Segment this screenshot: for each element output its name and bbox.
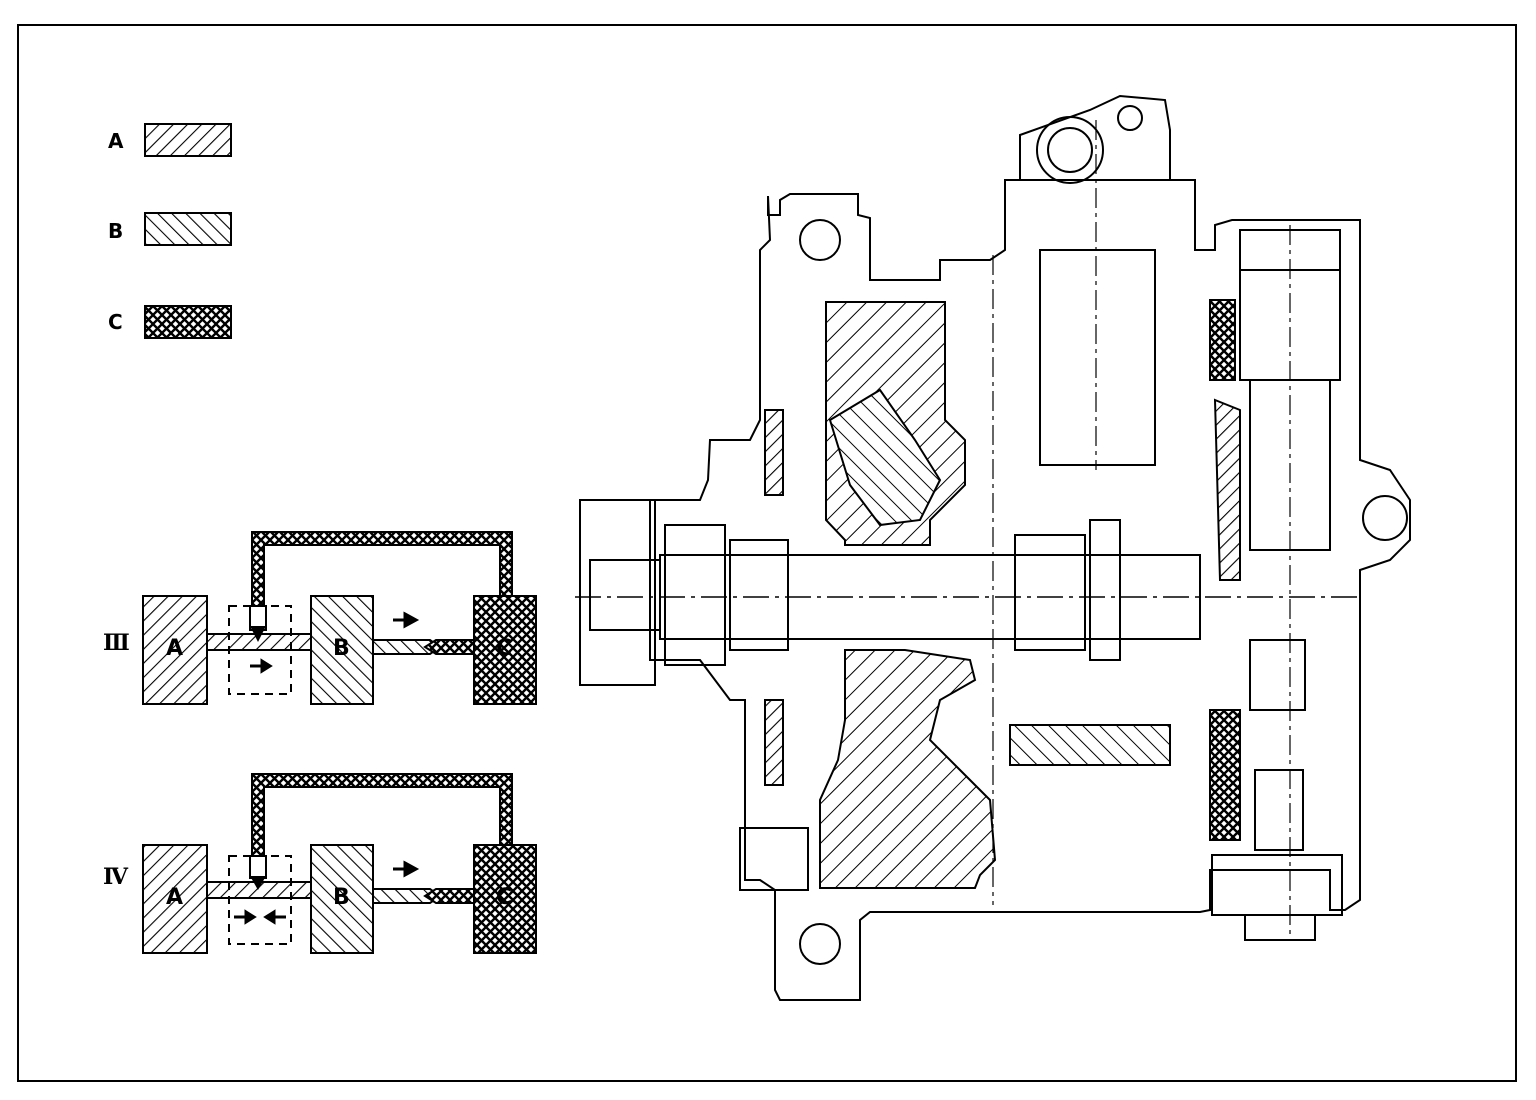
pinion-shaft	[579, 499, 656, 686]
mounting-hole	[1362, 495, 1408, 541]
block-b-label: B	[333, 636, 350, 661]
schematic-iv: Ⅳ A B C	[103, 773, 537, 954]
housing	[649, 179, 1411, 1001]
legend-key-a: A	[108, 129, 124, 153]
legend-swatch-a	[144, 123, 232, 157]
schematic-iii-numeral: Ⅲ	[103, 630, 130, 656]
legend-item-a: A	[108, 123, 232, 157]
legend-swatch-b	[144, 212, 232, 246]
block-a	[142, 595, 208, 705]
seal	[764, 699, 784, 786]
fitting-end	[1244, 914, 1316, 941]
legend-swatch-c	[144, 305, 232, 339]
piston-bore	[1039, 249, 1156, 466]
block-b	[310, 844, 374, 954]
fitting	[1254, 769, 1304, 851]
legend-key-c: C	[108, 310, 123, 334]
flow-arrow-icon	[263, 909, 286, 925]
valve-tip	[250, 626, 266, 642]
block-a-label: A	[166, 885, 183, 910]
bolt-head	[739, 827, 809, 891]
block-c-label: C	[496, 885, 512, 910]
valve-spool	[249, 855, 267, 879]
legend: A B C	[108, 123, 232, 339]
block-c-label: C	[496, 636, 512, 661]
seal	[764, 409, 784, 496]
bearing	[1014, 534, 1086, 651]
flow-arrow-icon	[234, 909, 257, 925]
flow-arrow-icon	[393, 611, 420, 629]
gear-teeth	[1009, 724, 1171, 766]
valve-tip	[250, 876, 266, 890]
bolt-hole	[1117, 105, 1143, 131]
connector-c-inlet	[423, 639, 475, 655]
seal-ring	[1209, 299, 1236, 381]
plate	[1213, 398, 1241, 581]
flow-arrow-icon	[250, 658, 273, 674]
flow-arrow-icon	[393, 860, 420, 878]
block-c	[473, 595, 537, 705]
connector-c-inlet	[423, 888, 475, 904]
port-bore	[1036, 116, 1104, 184]
mounting-hole	[799, 219, 841, 261]
bearing	[729, 539, 789, 651]
seal-ring	[1209, 709, 1241, 841]
legend-item-b: B	[108, 212, 232, 246]
legend-key-b: B	[108, 219, 123, 243]
fitting-nut	[1211, 854, 1343, 916]
schematic-iii: Ⅲ A B C	[103, 531, 537, 705]
port-bore-inner	[1047, 127, 1093, 173]
drive-gear-lower	[819, 649, 997, 889]
pump-body	[1019, 94, 1171, 181]
block-c	[473, 844, 537, 954]
block-a-label: A	[166, 636, 183, 661]
mounting-hole	[799, 923, 841, 965]
legend-item-c: C	[108, 305, 232, 339]
clutch-plate	[1089, 519, 1121, 661]
cross-section	[575, 94, 1411, 1001]
bearing	[664, 524, 726, 666]
schematic-iv-numeral: Ⅳ	[103, 864, 129, 890]
fitting	[1249, 639, 1306, 711]
bevel-gear	[828, 388, 942, 527]
block-b-label: B	[333, 885, 350, 910]
